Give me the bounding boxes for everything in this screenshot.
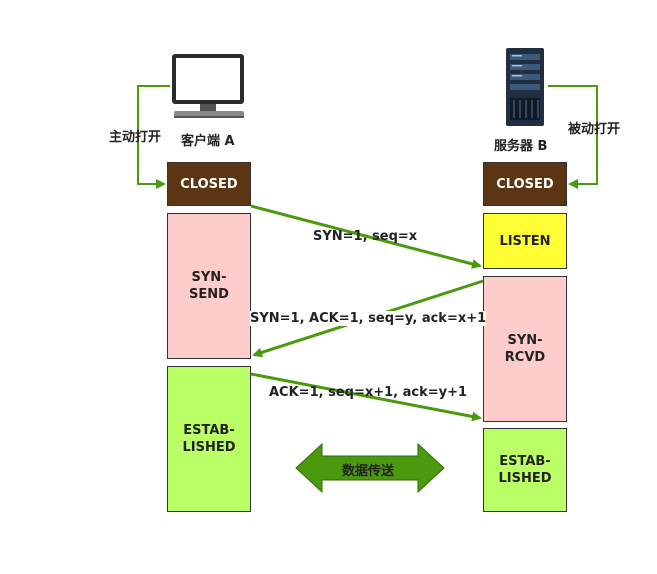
syn-message-label: SYN=1, seq=x — [313, 229, 418, 244]
data-transfer-arrow — [295, 442, 445, 494]
data-transfer-label: 数据传送 — [342, 464, 395, 479]
active-open-label: 主动打开 — [109, 130, 162, 145]
ack-arrow — [250, 372, 482, 422]
active-open-arrow — [137, 85, 170, 189]
client-established-state: ESTAB- LISHED — [167, 366, 251, 512]
syn-ack-message-label: SYN=1, ACK=1, seq=y, ack=x+1 — [250, 311, 487, 326]
syn-arrow — [250, 204, 482, 269]
passive-open-label: 被动打开 — [568, 122, 621, 137]
client-syn-send-state: SYN- SEND — [167, 213, 251, 359]
server-closed-state: CLOSED — [483, 162, 567, 206]
computer-icon — [172, 54, 244, 118]
ack-message-label: ACK=1, seq=x+1, ack=y+1 — [269, 385, 468, 400]
server-icon — [506, 48, 544, 126]
server-label: 服务器 B — [494, 139, 548, 154]
server-established-state: ESTAB- LISHED — [483, 428, 567, 512]
passive-open-arrow — [548, 85, 598, 189]
server-syn-rcvd-state: SYN- RCVD — [483, 276, 567, 422]
client-label: 客户端 A — [181, 134, 235, 149]
client-closed-state: CLOSED — [167, 162, 251, 206]
server-listen-state: LISTEN — [483, 213, 567, 269]
